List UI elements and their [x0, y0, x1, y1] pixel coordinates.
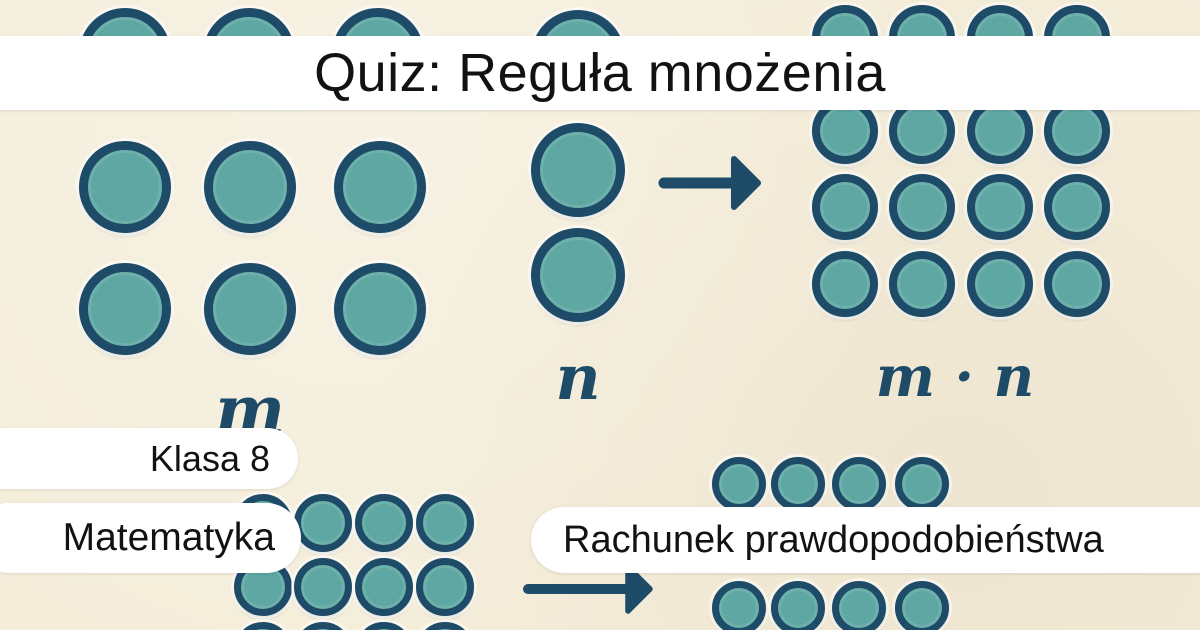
counter-circle [1044, 174, 1110, 240]
counter-circle [832, 581, 886, 630]
label-n: n [555, 341, 601, 414]
counter-circle [712, 457, 766, 511]
counter-circle [771, 581, 825, 630]
counter-circle [832, 457, 886, 511]
counter-circle [1044, 251, 1110, 317]
label-m-times-n: m · n [875, 344, 1035, 410]
counter-circle [355, 494, 413, 552]
title-banner: Quiz: Reguła mnożenia [0, 36, 1200, 110]
counter-circle [355, 558, 413, 616]
subject-badge: Matematyka [0, 503, 301, 573]
counter-circle [79, 263, 171, 355]
counter-circle [889, 251, 955, 317]
counter-circle [889, 174, 955, 240]
counter-circle [967, 174, 1033, 240]
grade-badge: Klasa 8 [0, 428, 298, 489]
counter-circle [895, 581, 949, 630]
counter-circle [334, 141, 426, 233]
counter-circle [812, 174, 878, 240]
counter-circle [712, 581, 766, 630]
counter-circle [294, 558, 352, 616]
counter-circle [812, 251, 878, 317]
counter-circle [416, 494, 474, 552]
counter-circle [334, 263, 426, 355]
counter-circle [531, 123, 625, 217]
counter-circle [79, 141, 171, 233]
counter-circle [531, 228, 625, 322]
counter-circle [416, 558, 474, 616]
counter-circle [294, 622, 352, 630]
counter-circle [234, 622, 292, 630]
topic-badge: Rachunek prawdopodobieństwa [531, 507, 1200, 573]
counter-circle [204, 141, 296, 233]
counter-circle [967, 251, 1033, 317]
counter-circle [355, 622, 413, 630]
counter-circle [895, 457, 949, 511]
counter-circle [294, 494, 352, 552]
page-title: Quiz: Reguła mnożenia [314, 43, 886, 103]
counter-circle [771, 457, 825, 511]
counter-circle [416, 622, 474, 630]
counter-circle [204, 263, 296, 355]
